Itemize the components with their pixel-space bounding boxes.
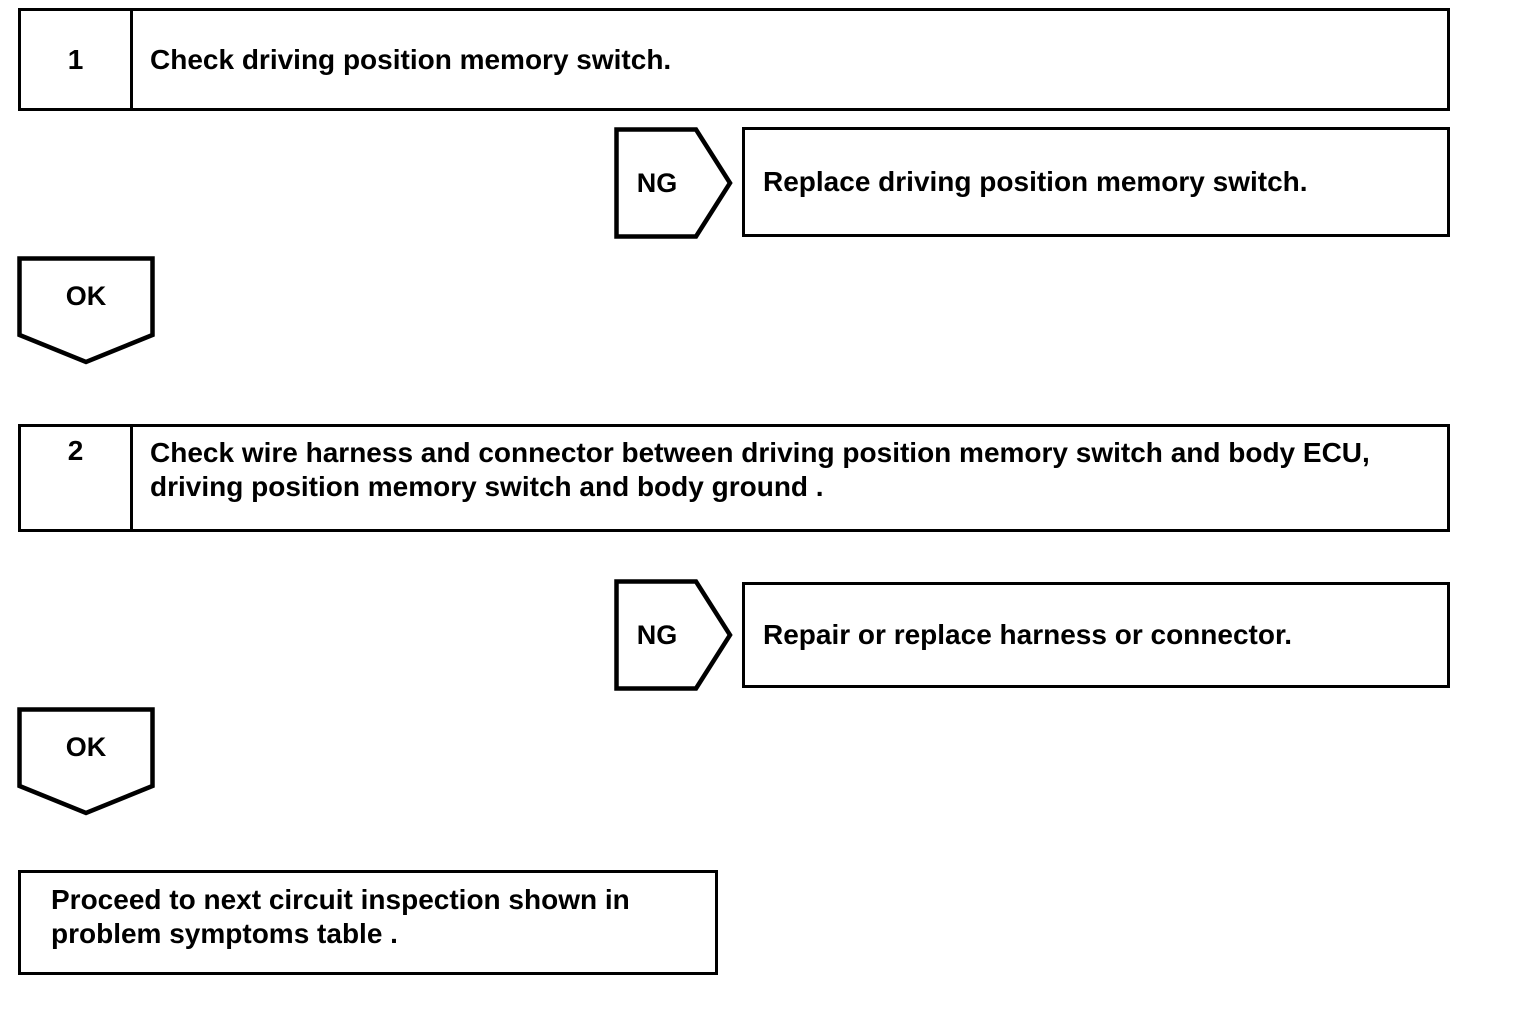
step-2-box: 2 Check wire harness and connector betwe…	[18, 424, 1450, 532]
ok-arrow-icon	[17, 256, 155, 365]
ok-arrow-icon	[17, 707, 155, 816]
final-action-box: Proceed to next circuit inspection shown…	[18, 870, 718, 975]
ng-action-2-box: Repair or replace harness or connector.	[742, 582, 1450, 688]
ng-branch-2: NG	[614, 579, 733, 691]
step-1-instruction: Check driving position memory switch.	[150, 43, 672, 75]
ng-label: NG	[636, 167, 678, 198]
step-1-box: 1 Check driving position memory switch.	[18, 8, 1450, 111]
step-2-instruction: Check wire harness and connector between…	[150, 437, 1370, 502]
ng-label: NG	[636, 619, 678, 650]
step-1-number: 1	[21, 11, 133, 108]
ng-arrow-icon	[614, 127, 733, 239]
step-2-number: 2	[21, 427, 133, 529]
ok-label: OK	[65, 731, 107, 762]
ok-label: OK	[65, 280, 107, 311]
ng-arrow-icon	[614, 579, 733, 691]
ng-action-1-box: Replace driving position memory switch.	[742, 127, 1450, 237]
ng-branch-1: NG	[614, 127, 733, 239]
ok-marker-2: OK	[17, 707, 155, 817]
ok-marker-1: OK	[17, 256, 155, 366]
